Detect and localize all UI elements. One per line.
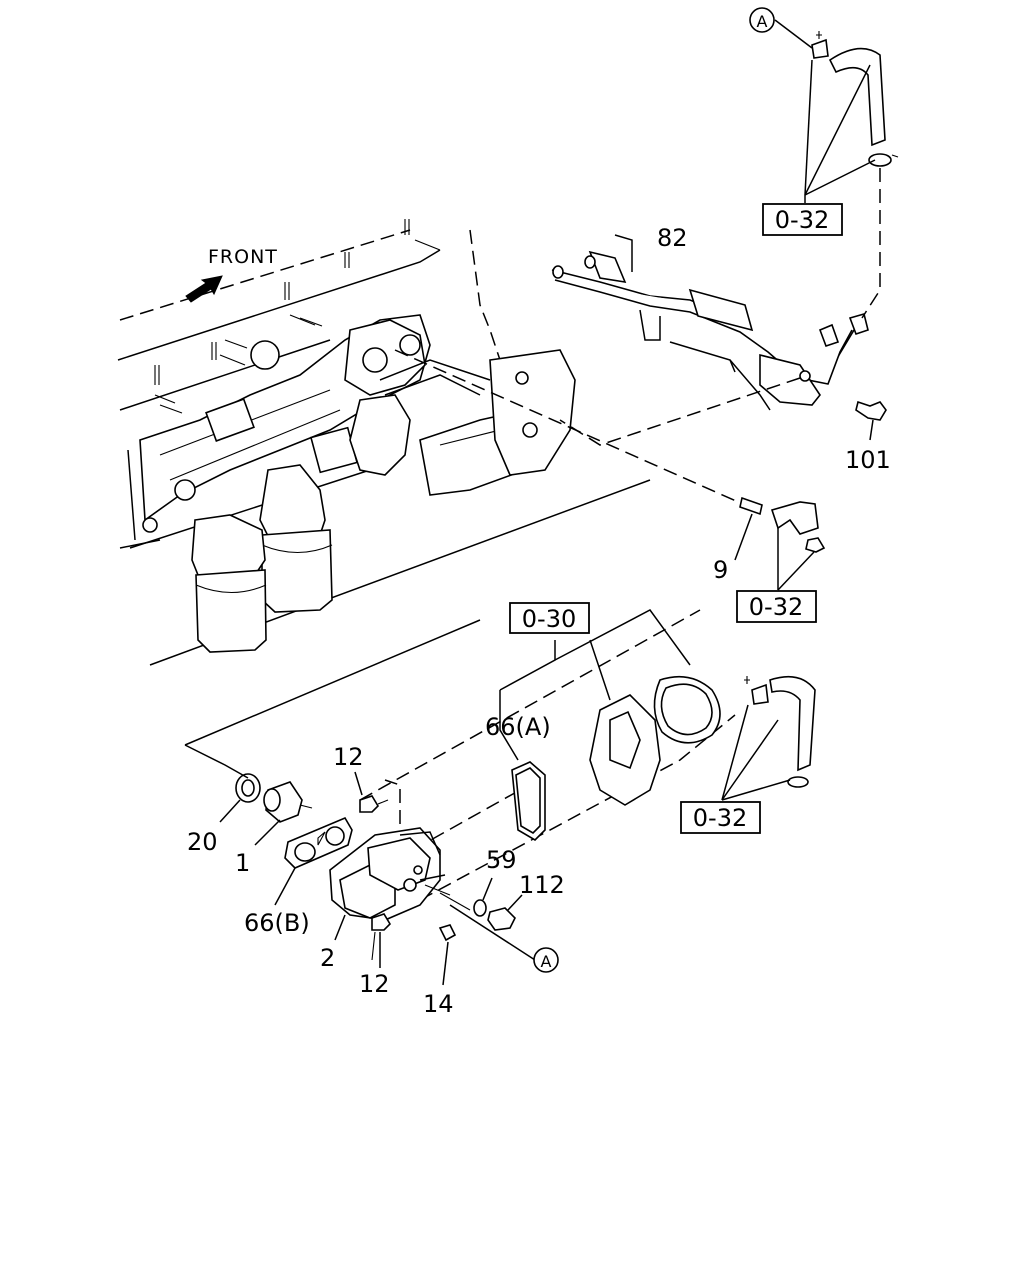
gasket-66b xyxy=(284,816,353,869)
part-label-1: 1 xyxy=(235,849,250,877)
part-label-59: 59 xyxy=(486,846,517,874)
ref-box-lower-right: 0-32 xyxy=(680,801,761,834)
circle-a-bottom-text: A xyxy=(541,952,552,971)
ref-box-kit-center-text: 0-30 xyxy=(522,605,576,633)
circle-a-top-callout: A xyxy=(749,7,775,33)
part-label-14: 14 xyxy=(423,990,454,1018)
bolt-101 xyxy=(855,400,887,441)
part-label-66a: 66(A) xyxy=(485,713,551,741)
water-pipe-assembly-82 xyxy=(551,234,869,411)
lower-leader-lines xyxy=(184,619,536,968)
part-number-labels: 82 101 9 66(A) 12 20 1 66(B) 2 12 14 59 … xyxy=(187,224,891,1018)
engine-block-illustration xyxy=(117,219,651,666)
circle-a-top-text: A xyxy=(757,12,768,31)
housing-2 xyxy=(329,827,471,921)
part-label-20: 20 xyxy=(187,828,218,856)
ref-box-kit-center: 0-30 xyxy=(509,602,590,634)
bolt-12-bottom xyxy=(371,913,392,961)
gasket-kit-group xyxy=(499,609,721,842)
oring-59 xyxy=(473,877,493,917)
ref-box-top-right: 0-32 xyxy=(762,203,843,236)
part-label-12-bottom: 12 xyxy=(359,970,390,998)
bolt-112 xyxy=(487,894,523,931)
part-label-101: 101 xyxy=(845,446,891,474)
part-label-2: 2 xyxy=(320,944,335,972)
ref-box-top-right-text: 0-32 xyxy=(775,206,829,234)
front-arrow-icon xyxy=(185,275,223,303)
washer-20 xyxy=(235,773,261,803)
part-label-82: 82 xyxy=(657,224,688,252)
plug-14 xyxy=(438,924,457,986)
ref-box-mid-right-text: 0-32 xyxy=(749,593,803,621)
front-direction-indicator: FRONT xyxy=(185,246,278,303)
part-label-12-top: 12 xyxy=(333,743,364,771)
stud-9-and-bracket xyxy=(734,496,826,591)
ref-box-lower-right-text: 0-32 xyxy=(693,804,747,832)
bolt-12-top xyxy=(359,795,389,813)
sensor-1 xyxy=(263,781,313,823)
ref-box-mid-right: 0-32 xyxy=(736,590,817,623)
part-label-112: 112 xyxy=(519,871,565,899)
part-label-66b: 66(B) xyxy=(244,909,310,937)
circle-a-bottom-callout: A xyxy=(533,947,559,973)
part-label-9: 9 xyxy=(713,556,728,584)
front-label: FRONT xyxy=(208,246,278,268)
lower-hose-assembly xyxy=(721,675,816,801)
top-hose-assembly xyxy=(774,19,899,203)
